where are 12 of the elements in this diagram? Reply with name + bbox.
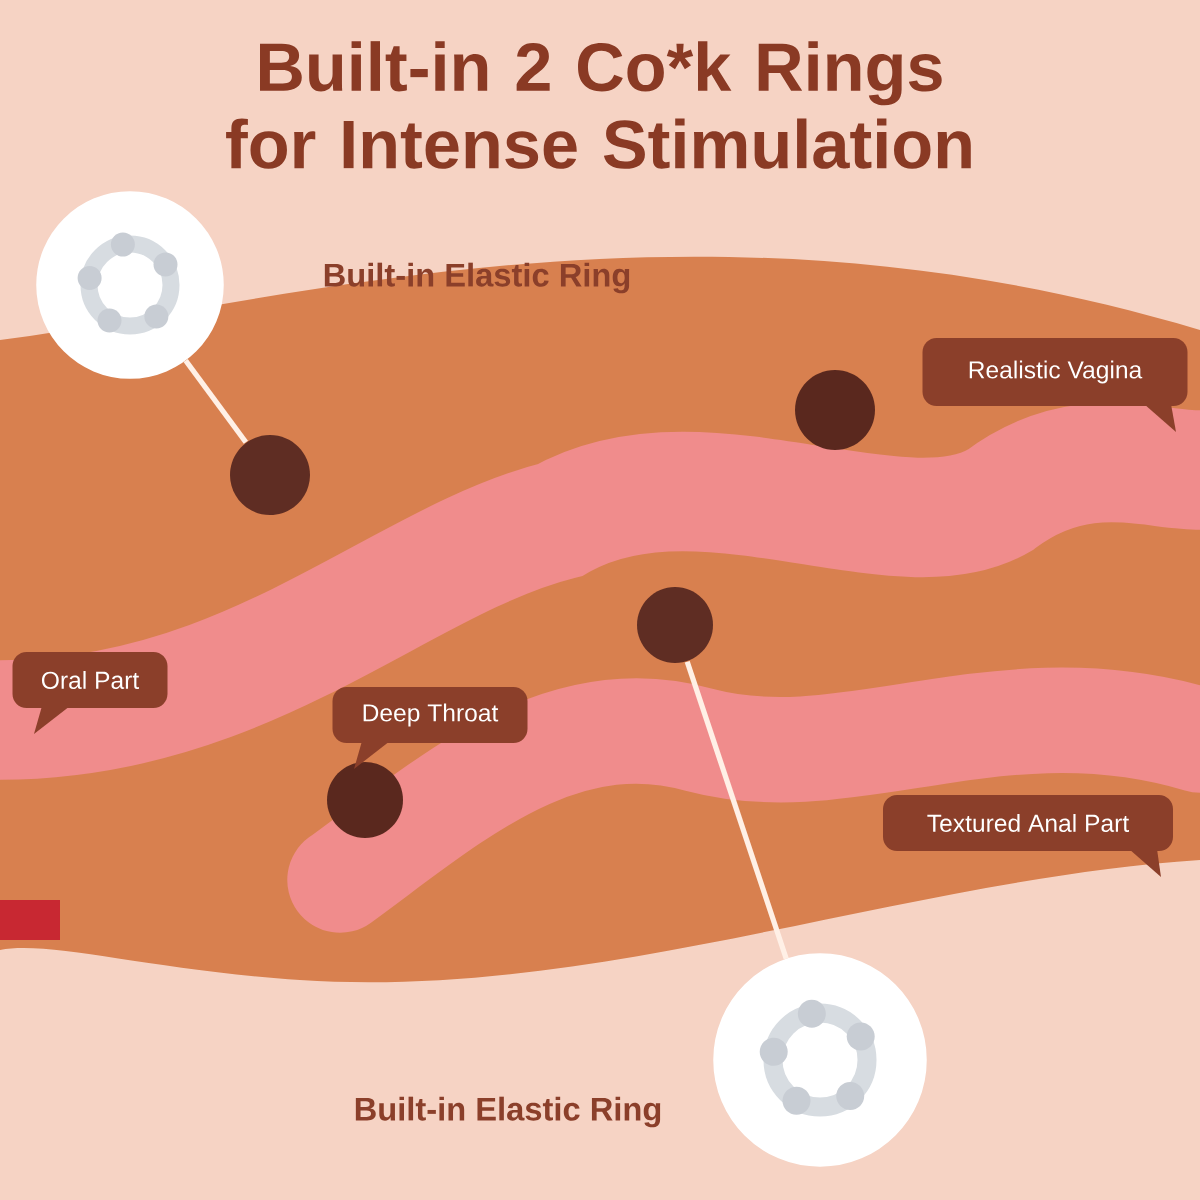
- hole: [637, 587, 713, 663]
- speech-bubble: Oral Part: [12, 652, 168, 734]
- speech-bubble: Realistic Vagina: [922, 338, 1188, 432]
- leader-line: [684, 660, 789, 960]
- ring-label: Built-in Elastic Ring: [355, 1096, 661, 1128]
- hole: [230, 435, 310, 515]
- speech-bubble: Textured Anal Part: [883, 795, 1173, 877]
- leader-line: [183, 358, 248, 444]
- ring-picture: [36, 191, 224, 379]
- title: Built-in 2 Co*k Rings for Intense Stimulation: [226, 41, 971, 169]
- speech-bubble: Deep Throat: [332, 687, 528, 769]
- ring-picture: [713, 953, 927, 1167]
